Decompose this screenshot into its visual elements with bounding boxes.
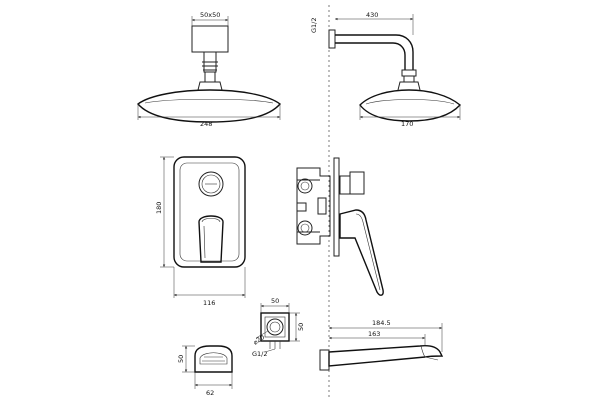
- shower-arm-side-view: 430 G1/2 170: [310, 11, 462, 128]
- arm-thread-label: G1/2: [310, 18, 318, 34]
- plate-width-label: 116: [203, 299, 215, 307]
- head-width-front-label: 248: [200, 120, 212, 128]
- elbow-thread-label: G1/2: [252, 350, 268, 358]
- spout-end-height-label: 50: [177, 355, 185, 363]
- spout-end-view: 50 62: [177, 345, 233, 397]
- shower-head-front-view: 50x50 248: [136, 11, 282, 128]
- spout-end-width-label: 62: [206, 389, 214, 397]
- mixer-side-view: [296, 157, 384, 296]
- head-mount-square-label: 50x50: [200, 11, 220, 19]
- elbow-width-label: 50: [271, 297, 279, 305]
- plate-height-label: 180: [155, 202, 163, 214]
- wall-elbow-view: 50 50 ⌀20 G1/2: [252, 297, 305, 358]
- spout-side-view: 184.5 163: [319, 319, 444, 371]
- spout-length-outer-label: 184.5: [372, 319, 391, 327]
- head-width-side-label: 170: [401, 120, 413, 128]
- arm-length-label: 430: [366, 11, 378, 19]
- elbow-diameter-label: ⌀20: [252, 333, 267, 347]
- faceplate-front-view: 180 116: [155, 156, 246, 307]
- elbow-height-label: 50: [297, 323, 305, 331]
- spout-length-inner-label: 163: [368, 330, 380, 338]
